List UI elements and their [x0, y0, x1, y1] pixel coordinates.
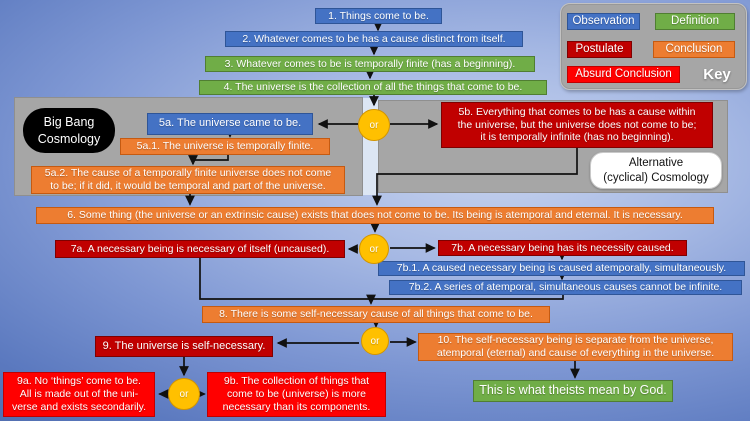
- box-9b: 9b. The collection of things that come t…: [207, 372, 386, 417]
- alternative-cosmology-label: Alternative (cyclical) Cosmology: [590, 152, 722, 189]
- box-6: 6. Some thing (the universe or an extrin…: [36, 207, 714, 224]
- box-5a2: 5a.2. The cause of a temporally finite u…: [31, 166, 345, 194]
- arrow-5b-to-6: [372, 148, 578, 206]
- key-definition: Definition: [655, 13, 735, 30]
- box-4: 4. The universe is the collection of all…: [199, 80, 547, 95]
- box-5b: 5b. Everything that comes to be has a ca…: [441, 102, 713, 148]
- line-7b2-to-8: [372, 295, 564, 300]
- box-god: This is what theists mean by God.: [473, 380, 673, 402]
- arrow-7a-to-8: [199, 258, 376, 305]
- key-conclusion: Conclusion: [653, 41, 735, 58]
- key-absurd-conclusion: Absurd Conclusion: [567, 66, 680, 83]
- key-title: Key: [703, 65, 731, 83]
- box-2: 2. Whatever comes to be has a cause dist…: [225, 31, 523, 47]
- big-bang-cosmology-label: Big Bang Cosmology: [23, 108, 115, 153]
- box-5a1: 5a.1. The universe is temporally finite.: [120, 138, 330, 155]
- arrow-5a1-to-5a2: [188, 155, 229, 166]
- box-7b1: 7b.1. A caused necessary being is caused…: [378, 261, 745, 276]
- box-9a: 9a. No ‘things’ come to be. All is made …: [3, 372, 155, 417]
- box-7b2: 7b.2. A series of atemporal, simultaneou…: [389, 280, 742, 295]
- box-3: 3. Whatever comes to be is temporally fi…: [205, 56, 535, 72]
- key-observation: Observation: [567, 13, 640, 30]
- or-connector-1: or: [358, 109, 390, 141]
- box-7a: 7a. A necessary being is necessary of it…: [55, 240, 345, 258]
- box-5a: 5a. The universe came to be.: [147, 113, 313, 135]
- box-7b: 7b. A necessary being has its necessity …: [438, 240, 687, 256]
- box-1: 1. Things come to be.: [315, 8, 442, 24]
- box-8: 8. There is some self-necessary cause of…: [202, 306, 550, 323]
- or-connector-3: or: [361, 327, 389, 355]
- box-9: 9. The universe is self-necessary.: [95, 336, 273, 357]
- box-10: 10. The self-necessary being is separate…: [418, 333, 733, 361]
- key-postulate: Postulate: [567, 41, 632, 58]
- or-connector-2: or: [359, 234, 389, 264]
- or-connector-4: or: [168, 378, 200, 410]
